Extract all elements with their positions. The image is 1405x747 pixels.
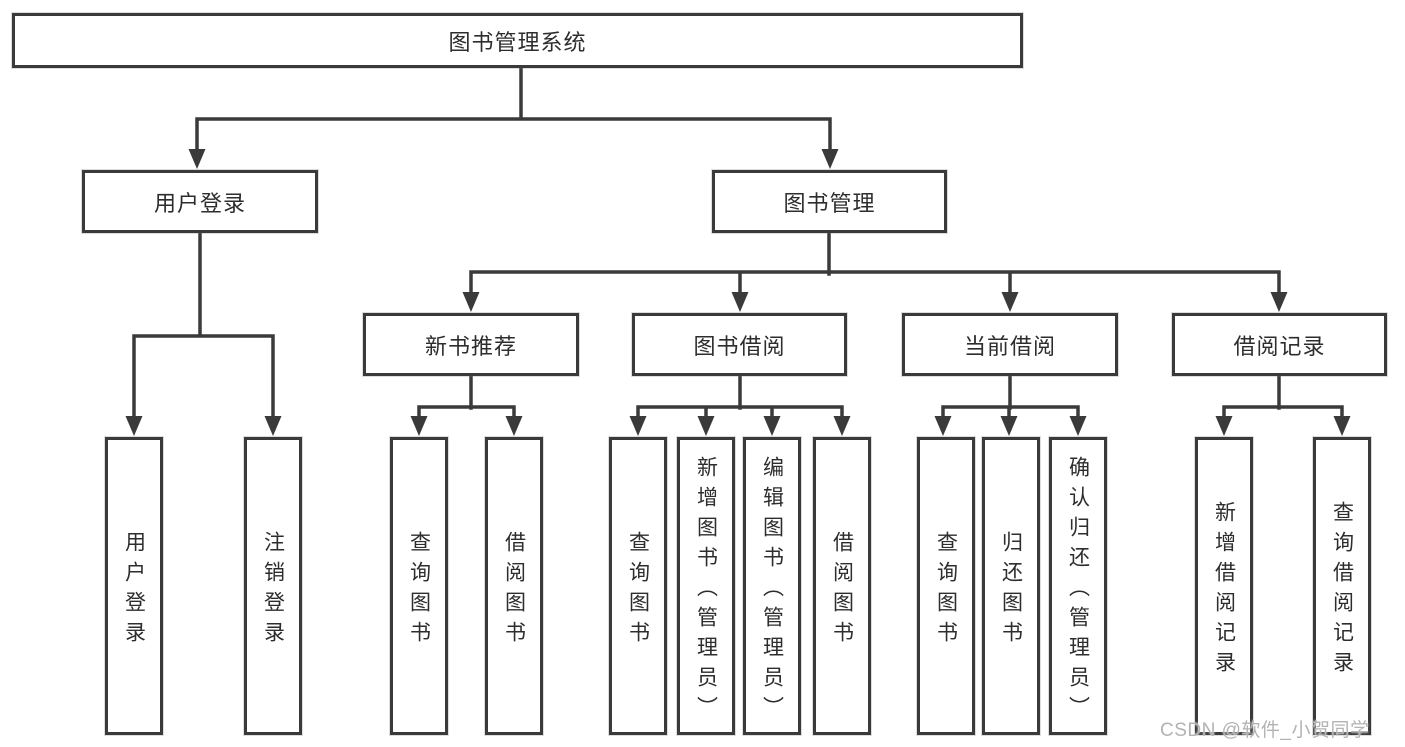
leaf-return-books: 归还图书: [982, 437, 1040, 735]
leaf-edit-books-admin: 编辑图书（管理员）: [743, 437, 801, 735]
node-current-borrowing: 当前借阅: [902, 313, 1118, 376]
node-book-borrowing: 图书借阅: [632, 313, 847, 376]
node-label: 查询图书: [626, 530, 650, 651]
node-user-login: 用户登录: [82, 170, 318, 233]
node-label: 确认归还（管理员）: [1066, 455, 1090, 726]
node-label: 新书推荐: [424, 333, 517, 359]
leaf-borrow-books: 借阅图书: [813, 437, 871, 735]
node-borrowing-records: 借阅记录: [1172, 313, 1387, 376]
node-label: 当前借阅: [963, 333, 1056, 359]
leaf-add-borrow-record: 新增借阅记录: [1195, 437, 1253, 735]
leaf-newbook-query-books: 查询图书: [390, 437, 448, 735]
node-label: 新增借阅记录: [1212, 500, 1236, 681]
csdn-watermark: CSDN @软件_小贺同学: [1160, 720, 1370, 741]
node-label: 借阅图书: [502, 530, 526, 651]
node-label: 借阅图书: [830, 530, 854, 651]
node-library-management-system: 图书管理系统: [12, 13, 1023, 68]
node-label: 查询图书: [934, 530, 958, 651]
node-book-management: 图书管理: [712, 170, 947, 233]
arrowhead-icons: [125, 149, 1351, 436]
node-label: 图书管理: [783, 190, 876, 216]
leaf-query-borrow-record: 查询借阅记录: [1313, 437, 1371, 735]
leaf-borrowing-query-books: 查询图书: [609, 437, 667, 735]
leaf-add-books-admin: 新增图书（管理员）: [677, 437, 735, 735]
node-label: 注销登录: [261, 530, 285, 651]
leaf-confirm-return-admin: 确认归还（管理员）: [1049, 437, 1107, 735]
node-label: 图书管理系统: [448, 29, 587, 55]
node-new-book-recommend: 新书推荐: [363, 313, 579, 376]
node-label: 用户登录: [122, 530, 146, 651]
node-label: 查询借阅记录: [1330, 500, 1354, 681]
node-label: 查询图书: [407, 530, 431, 651]
node-label: 新增图书（管理员）: [694, 455, 718, 726]
leaf-logout: 注销登录: [244, 437, 302, 735]
leaf-user-login: 用户登录: [105, 437, 163, 735]
node-label: 归还图书: [999, 530, 1023, 651]
node-label: 图书借阅: [693, 333, 786, 359]
node-label: 用户登录: [153, 190, 246, 216]
tree-edges: [132, 64, 1344, 420]
node-label: 编辑图书（管理员）: [760, 455, 784, 726]
leaf-current-query-books: 查询图书: [917, 437, 975, 735]
node-label: 借阅记录: [1233, 333, 1326, 359]
leaf-newbook-borrow-books: 借阅图书: [485, 437, 543, 735]
